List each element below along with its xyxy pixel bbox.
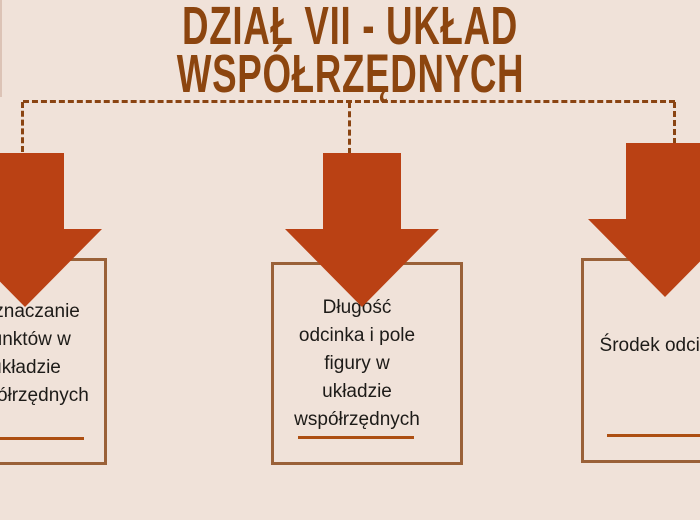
topic-label-segment-length-and-area: Długość odcinka i pole figury w układzie…: [294, 297, 420, 430]
topic-underline-rule: [0, 437, 84, 440]
topic-label-segment-midpoint: Środek odcinka: [599, 335, 700, 356]
page-title-line-1: DZIAŁ VII - UKŁAD: [0, 0, 700, 56]
topic-label-points-in-coordinate-system: Zaznaczanie punktów w układzie współrzęd…: [0, 301, 89, 406]
page-title-text: WSPÓŁRZĘDNYCH: [176, 44, 524, 104]
page-title-line-2: WSPÓŁRZĘDNYCH: [0, 44, 700, 104]
connector-vertical-dashed-line-middle: [348, 102, 351, 154]
connector-vertical-dashed-line-right: [673, 102, 676, 144]
connector-vertical-dashed-line-left: [21, 102, 24, 152]
topic-underline-rule: [298, 436, 414, 439]
page-title-text: DZIAŁ VII - UKŁAD: [182, 0, 518, 56]
connector-horizontal-dashed-line: [23, 100, 675, 103]
left-edge-line: [0, 0, 2, 97]
topic-underline-rule: [607, 434, 700, 437]
topic-box-segment-midpoint: [581, 258, 700, 463]
